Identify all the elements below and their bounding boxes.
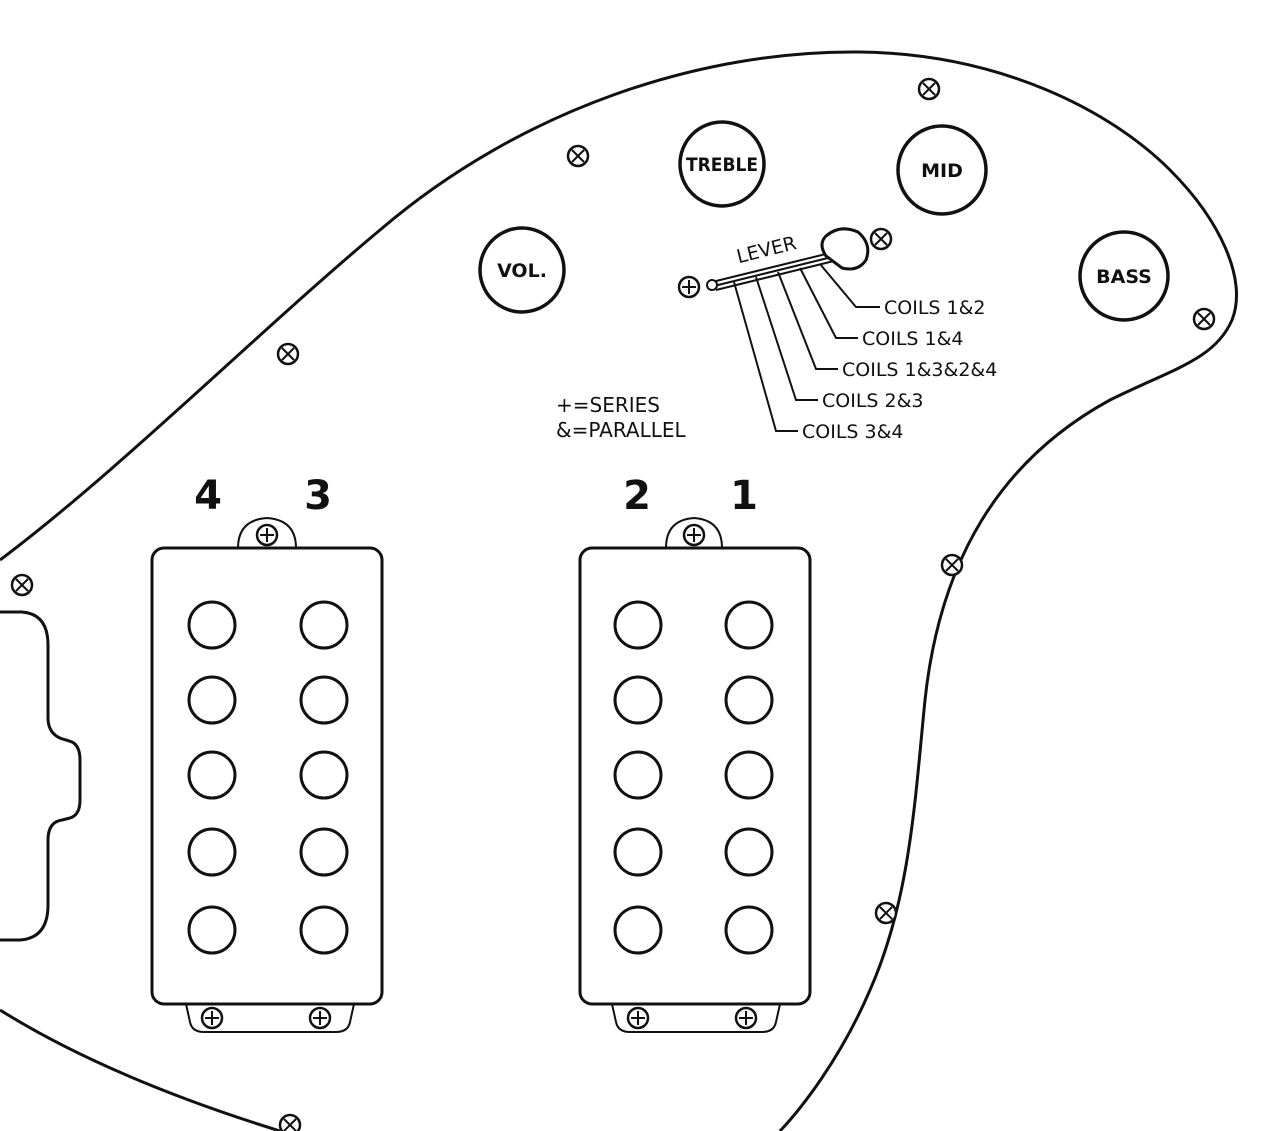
bass-knob: BASS <box>1078 230 1170 322</box>
switch-position-label: COILS 2&3 <box>822 390 924 412</box>
coil-number-4: 4 <box>194 473 222 519</box>
neck-pocket-cutout <box>0 610 82 942</box>
pickup-screw <box>626 1006 650 1030</box>
mounting-screw <box>276 342 300 366</box>
lever-tip <box>820 227 870 271</box>
pole-pieces <box>613 600 774 955</box>
coil-number-1: 1 <box>730 473 758 519</box>
switch-screw <box>677 275 701 299</box>
pickup-left <box>150 516 384 1033</box>
volume-knob: VOL. <box>478 226 566 314</box>
pickguard-outline <box>0 50 1238 1131</box>
pickup-right <box>578 516 812 1033</box>
coil-number-2: 2 <box>623 473 651 519</box>
pickguard-lower-edge <box>0 1008 281 1131</box>
switch-position-label: COILS 1&2 <box>884 297 986 319</box>
bass-knob-label: BASS <box>1096 266 1152 288</box>
mid-knob-label: MID <box>921 160 963 182</box>
pickup-screw <box>734 1006 758 1030</box>
coil-number-3: 3 <box>304 473 332 519</box>
pickup-screw <box>200 1006 224 1030</box>
mounting-screw <box>1192 307 1216 331</box>
mounting-screw <box>917 77 941 101</box>
switch-position-label: COILS 3&4 <box>802 421 904 443</box>
mounting-screw <box>940 553 964 577</box>
treble-knob-label: TREBLE <box>686 154 758 176</box>
mounting-screw <box>278 1113 302 1131</box>
legend-parallel: &=PARALLEL <box>556 418 687 442</box>
mounting-screw <box>874 901 898 925</box>
mounting-screw <box>566 144 590 168</box>
switch-position-label: COILS 1&3&2&4 <box>842 359 997 381</box>
switch-position-label: COILS 1&4 <box>862 328 964 350</box>
pickup-screw <box>308 1006 332 1030</box>
pickup-screw <box>682 523 706 547</box>
mounting-screw <box>10 573 34 597</box>
switch-screw <box>869 227 893 251</box>
pickup-screw <box>255 523 279 547</box>
mid-knob: MID <box>896 124 988 216</box>
treble-knob: TREBLE <box>678 120 766 208</box>
legend-series: +=SERIES <box>556 393 660 417</box>
pole-pieces <box>187 600 349 955</box>
volume-knob-label: VOL. <box>497 260 547 282</box>
lever-switch: LEVER COILS 1&2 COILS 1&4 COILS 1&3&2&4 … <box>677 227 997 443</box>
